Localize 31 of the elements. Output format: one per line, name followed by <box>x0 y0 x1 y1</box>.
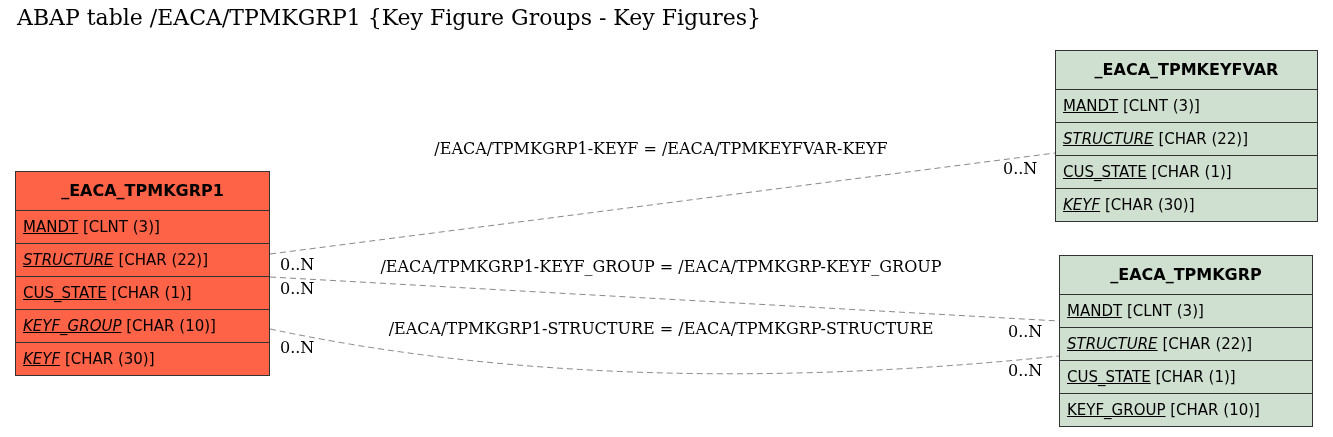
cardinality-label: 0..N <box>1008 322 1043 342</box>
cardinality-label: 0..N <box>1008 361 1043 381</box>
cardinality-label: 0..N <box>1003 159 1038 179</box>
edge-label: /EACA/TPMKGRP1-STRUCTURE = /EACA/TPMKGRP-STRUCTURE <box>387 319 935 339</box>
entity-table <box>1055 50 1318 222</box>
entity-table <box>15 171 270 376</box>
table-field-row: KEYF_GROUP [CHAR (10)] <box>16 309 269 342</box>
diagram-title: ABAP table /EACA/TPMKGRP1 {Key Figure Groups - Key Figures} <box>17 5 761 32</box>
table-field-row: MANDT [CLNT (3)] <box>1056 89 1317 122</box>
table-field-row: CUS_STATE [CHAR (1)] <box>1056 155 1317 188</box>
entity-table <box>1059 255 1313 427</box>
edge-label: /EACA/TPMKGRP1-KEYF = /EACA/TPMKEYFVAR-KEYF <box>433 139 889 159</box>
cardinality-label: 0..N <box>280 279 315 299</box>
cardinality-label: 0..N <box>280 255 315 275</box>
table-field-row: MANDT [CLNT (3)] <box>16 210 269 243</box>
table-field-row: CUS_STATE [CHAR (1)] <box>16 276 269 309</box>
table-field-row: KEYF_GROUP [CHAR (10)] <box>1060 393 1312 426</box>
table-field-row: MANDT [CLNT (3)] <box>1060 294 1312 327</box>
table-field-row: KEYF [CHAR (30)] <box>16 342 269 375</box>
table-header: _EACA_TPMKEYFVAR <box>1093 59 1280 81</box>
cardinality-label: 0..N <box>280 338 315 358</box>
table-field-row: STRUCTURE [CHAR (22)] <box>16 243 269 276</box>
table-field-row: STRUCTURE [CHAR (22)] <box>1056 122 1317 155</box>
relationship-line <box>269 328 1060 375</box>
relationship-line <box>269 152 1056 255</box>
table-header: _EACA_TPMKGRP1 <box>60 180 225 202</box>
table-field-row: STRUCTURE [CHAR (22)] <box>1060 327 1312 360</box>
table-field-row: KEYF [CHAR (30)] <box>1056 188 1317 221</box>
table-field-row: CUS_STATE [CHAR (1)] <box>1060 360 1312 393</box>
table-header: _EACA_TPMKGRP <box>1109 264 1263 286</box>
edge-label: /EACA/TPMKGRP1-KEYF_GROUP = /EACA/TPMKGRP-KEYF_GROUP <box>379 257 943 277</box>
